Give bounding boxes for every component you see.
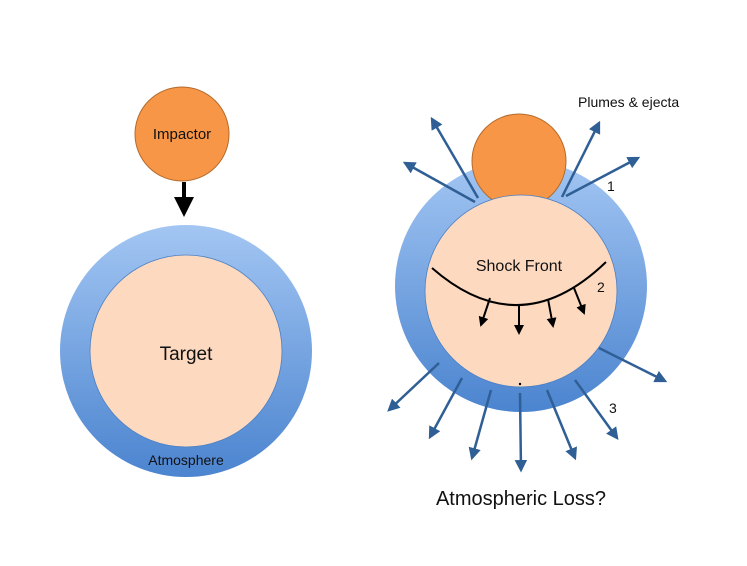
center-dot bbox=[518, 382, 522, 386]
loss-arrow-5 bbox=[545, 389, 577, 461]
shock-arrow-1 bbox=[478, 297, 491, 327]
loss-arrow-6 bbox=[573, 379, 619, 441]
target-label: Target bbox=[160, 344, 214, 365]
impactor-circle bbox=[134, 86, 230, 182]
impactor-label: Impactor bbox=[153, 126, 211, 143]
loss-arrow-2 bbox=[428, 377, 464, 440]
loss-arrow-right bbox=[598, 346, 668, 383]
shock-front-arc bbox=[431, 261, 607, 307]
plume-arrow-1 bbox=[430, 116, 480, 199]
plumes-ejecta-label: Plumes & ejecta bbox=[578, 94, 679, 110]
impactor-circle-contact bbox=[471, 113, 567, 209]
atmosphere-label: Atmosphere bbox=[148, 452, 224, 468]
impact-event-group: Shock Front Plumes & ejecta 1 2 3 Atmosp… bbox=[387, 94, 679, 510]
shock-arrow-4 bbox=[573, 287, 586, 315]
loss-arrow-1 bbox=[387, 362, 440, 412]
marker-1: 1 bbox=[607, 178, 615, 194]
shock-front-label: Shock Front bbox=[476, 258, 563, 275]
marker-3: 3 bbox=[609, 400, 617, 416]
target-body bbox=[89, 254, 283, 448]
plume-arrow-2 bbox=[402, 161, 476, 204]
marker-2: 2 bbox=[597, 279, 605, 295]
loss-arrow-3 bbox=[468, 389, 493, 461]
plume-arrow-4 bbox=[565, 156, 641, 198]
atmospheric-loss-question: Atmospheric Loss? bbox=[436, 488, 606, 510]
shock-arrow-3 bbox=[546, 298, 557, 328]
loss-arrow-4 bbox=[514, 392, 528, 473]
plume-arrow-3 bbox=[560, 120, 601, 198]
target-body-impacted bbox=[424, 194, 618, 388]
pre-impact-group: Impactor Target Atmosphere bbox=[60, 86, 312, 477]
